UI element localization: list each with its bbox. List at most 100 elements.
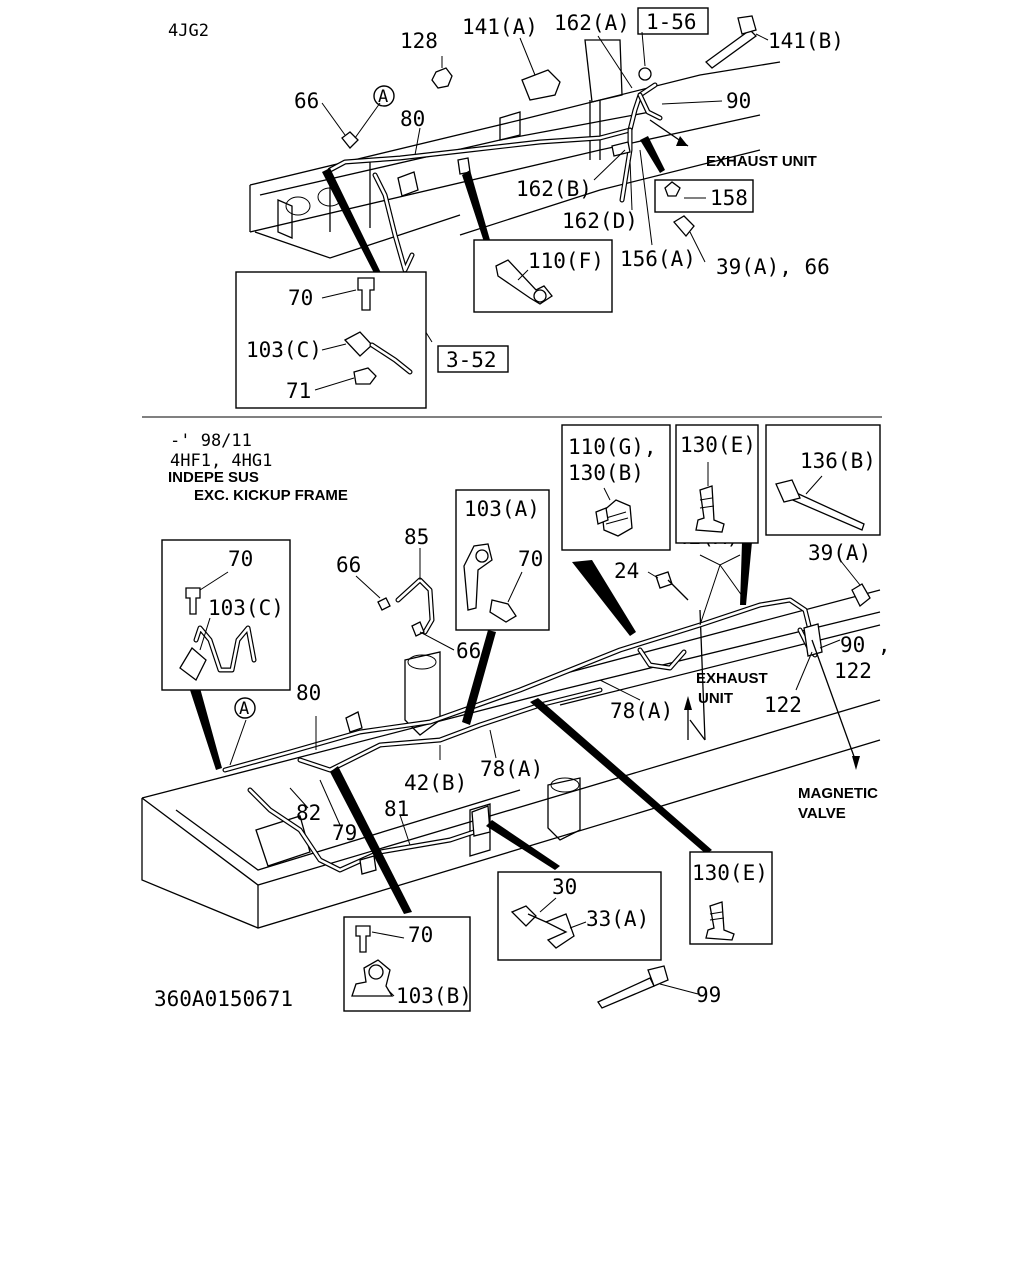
detail-box-103a: 103(A) 70 (455, 489, 550, 631)
bolt-70b-icon (185, 587, 201, 615)
callout-78a-top: 78(A) (610, 699, 673, 723)
clip-130b-icon (601, 499, 633, 537)
upper-pipes (327, 82, 663, 273)
clip-39a-icon (851, 583, 871, 608)
magnetic-label-2: VALVE (798, 805, 846, 822)
leader-wedge-3 (322, 168, 382, 277)
callout-90: 90 (726, 89, 751, 113)
callout-162a: 162(A) (554, 11, 630, 35)
ref-box-3-52 (437, 345, 509, 373)
detail-box-110g-130b: 110(G), 130(B) (561, 424, 671, 551)
upper-parts (341, 15, 757, 238)
callout-103b: 103(B) (396, 984, 472, 1008)
callout-162d: 162(D) (562, 209, 638, 233)
callout-130b: 130(B) (568, 461, 644, 485)
lower-frame-rail (141, 589, 881, 929)
clamp-158-icon (664, 181, 681, 197)
clip-39a-icon (673, 215, 695, 238)
callout-130e-top: 130(E) (680, 433, 756, 457)
variant-line-3: INDEPE SUS (168, 469, 259, 486)
callout-82: 82 (296, 801, 321, 825)
exhaust-label-2: UNIT (698, 690, 733, 707)
callout-141b: 141(B) (768, 29, 844, 53)
upper-frame-rail (249, 39, 781, 259)
callout-136b: 136(B) (800, 449, 876, 473)
detail-box-103b: 70 103(B) (343, 916, 472, 1012)
bolt-24-icon (655, 571, 673, 589)
variant-line-2: 4HF1, 4HG1 (170, 451, 272, 471)
callout-141a: 141(A) (462, 15, 538, 39)
callout-103a: 103(A) (464, 497, 540, 521)
nut-128-icon (431, 67, 453, 89)
callout-81: 81 (384, 797, 409, 821)
clamp-103c-lower-icon (179, 647, 207, 681)
callout-110f: 110(F) (528, 249, 604, 273)
detail-box-130e-bottom: 130(E) (689, 851, 773, 945)
circle-a-label: A (378, 87, 388, 107)
upper-section: 4JG2 128 141(A) 162(A) 1-56 141(B) 66 A … (168, 7, 844, 409)
lower-parts (345, 571, 871, 875)
callout-39a: 39(A) (808, 541, 871, 565)
detail-box-bolt: 70 103(C) 71 (235, 271, 427, 409)
magnetic-label-1: MAGNETIC (798, 785, 878, 802)
callout-42b: 42(B) (404, 771, 467, 795)
nut-71-icon (353, 367, 377, 385)
clip-162b-icon (611, 141, 631, 157)
drawing-number: 360A0150671 (154, 987, 293, 1011)
clamp-141a-icon (521, 69, 561, 101)
clip-130e-top-icon (695, 485, 725, 533)
callout-85: 85 (404, 525, 429, 549)
callout-99: 99 (696, 983, 721, 1007)
variant-line-1: -' 98/11 (170, 431, 252, 451)
callout-70b: 70 (228, 547, 253, 571)
callout-110g: 110(G), (568, 435, 657, 459)
detail-box-136b: 136(B) (765, 424, 881, 536)
callout-80: 80 (400, 107, 425, 131)
bracket-upper-icon (397, 171, 419, 197)
callout-30: 30 (552, 875, 577, 899)
valve-122-icon (803, 623, 823, 657)
callout-66b: 66 (456, 639, 481, 663)
box-158 (654, 179, 754, 213)
callout-70a: 70 (518, 547, 543, 571)
bolt-70-icon (357, 277, 375, 311)
circle-a-label-lower: A (239, 699, 249, 719)
callout-71: 71 (286, 379, 311, 403)
callout-122b: 122 (764, 693, 802, 717)
callout-ref-1-56: 1-56 (646, 10, 697, 34)
model-label: 4JG2 (168, 21, 209, 41)
leader-wedge-2 (640, 136, 665, 173)
callout-158: 158 (710, 186, 748, 210)
callout-70: 70 (288, 286, 313, 310)
circle-a-marker-lower (234, 697, 256, 719)
exhaust-unit-label: EXHAUST UNIT (706, 153, 817, 170)
callout-90: 90 , (840, 633, 891, 657)
bracket-80-icon (345, 711, 363, 733)
detail-box-130e-top: 130(E) (675, 424, 759, 544)
bolt-70a-icon (489, 599, 517, 623)
clip-33a-icon (544, 913, 575, 949)
callout-162b: 162(B) (516, 177, 592, 201)
callout-79: 79 (332, 821, 357, 845)
variant-line-4: EXC. KICKUP FRAME (194, 487, 348, 504)
lower-section: -' 98/11 4HF1, 4HG1 INDEPE SUS EXC. KICK… (141, 424, 891, 1012)
clip-130e-bottom-icon (705, 901, 735, 941)
detail-box-30-33a: 30 33(A) (497, 871, 662, 961)
callout-130e-bottom: 130(E) (692, 861, 768, 885)
callout-78a: 78(A) (480, 757, 543, 781)
detail-box-110f: 110(F) (473, 239, 613, 313)
callout-39a-66: 39(A), 66 (716, 255, 830, 279)
tie-strap-99-icon (597, 977, 655, 1009)
callout-70c: 70 (408, 923, 433, 947)
clip-66-icon (341, 131, 359, 149)
connector-1-56-icon (638, 67, 652, 81)
clip-66b-icon (411, 621, 425, 637)
detail-box-103c-left: 70 103(C) (161, 539, 291, 691)
callout-24: 24 (614, 559, 639, 583)
circle-a-marker (373, 85, 395, 107)
callout-103c-lower: 103(C) (208, 596, 284, 620)
tie-141b-icon (705, 29, 757, 69)
callout-ref-3-52: 3-52 (446, 348, 497, 372)
callout-33a: 33(A) (586, 907, 649, 931)
